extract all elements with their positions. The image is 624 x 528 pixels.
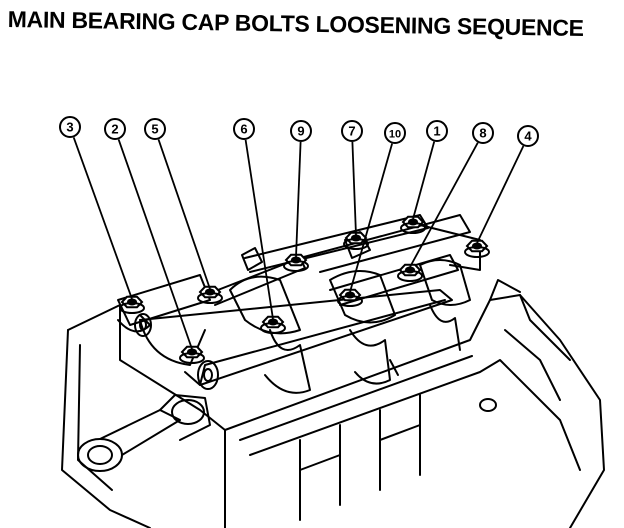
callout-circle-9 — [290, 120, 312, 142]
callout-circle-7 — [341, 120, 363, 142]
callout-circle-5 — [144, 118, 166, 140]
bolt-socket-6 — [268, 318, 278, 326]
callout-number-3: 3 — [66, 120, 73, 135]
callout-number-10: 10 — [389, 129, 401, 141]
cap-bridge-front — [139, 289, 453, 386]
bolt-socket-9 — [291, 256, 301, 264]
callout-circle-3 — [59, 116, 81, 138]
callout-number-2: 2 — [111, 122, 118, 137]
leader-line-1 — [412, 141, 436, 220]
bolt-socket-3 — [127, 298, 137, 306]
bolt-socket-5 — [205, 288, 215, 296]
engine-block-outline — [67, 304, 226, 528]
leader-line-2 — [117, 139, 193, 350]
callout-number-5: 5 — [151, 122, 158, 137]
callout-number-9: 9 — [297, 124, 304, 139]
leader-line-7 — [351, 141, 357, 236]
leader-line-5 — [157, 139, 211, 290]
callout-number-6: 6 — [240, 122, 247, 137]
bolt-socket-4 — [472, 242, 482, 250]
bolt-socket-8 — [405, 266, 415, 274]
leader-line-8 — [409, 142, 479, 268]
callout-number-4: 4 — [524, 129, 532, 144]
bolt-socket-1 — [408, 218, 418, 226]
leader-line-10 — [349, 143, 393, 293]
callout-number-7: 7 — [348, 124, 355, 139]
callout-circle-1 — [426, 120, 448, 142]
leader-line-6 — [244, 139, 274, 320]
callout-circle-2 — [104, 118, 126, 140]
callout-circle-6 — [233, 118, 255, 140]
callout-circle-8 — [472, 122, 494, 144]
bolt-socket-10 — [345, 291, 355, 299]
leader-line-9 — [295, 141, 302, 258]
crank-snout — [77, 438, 123, 472]
leader-line-3 — [72, 137, 133, 300]
bolt-socket-7 — [351, 234, 361, 242]
bolt-socket-2 — [187, 348, 197, 356]
leader-line-4 — [476, 145, 525, 244]
callout-circle-10 — [384, 122, 406, 144]
callout-number-8: 8 — [479, 126, 486, 141]
callout-circle-4 — [517, 125, 539, 147]
callout-number-1: 1 — [433, 124, 440, 139]
